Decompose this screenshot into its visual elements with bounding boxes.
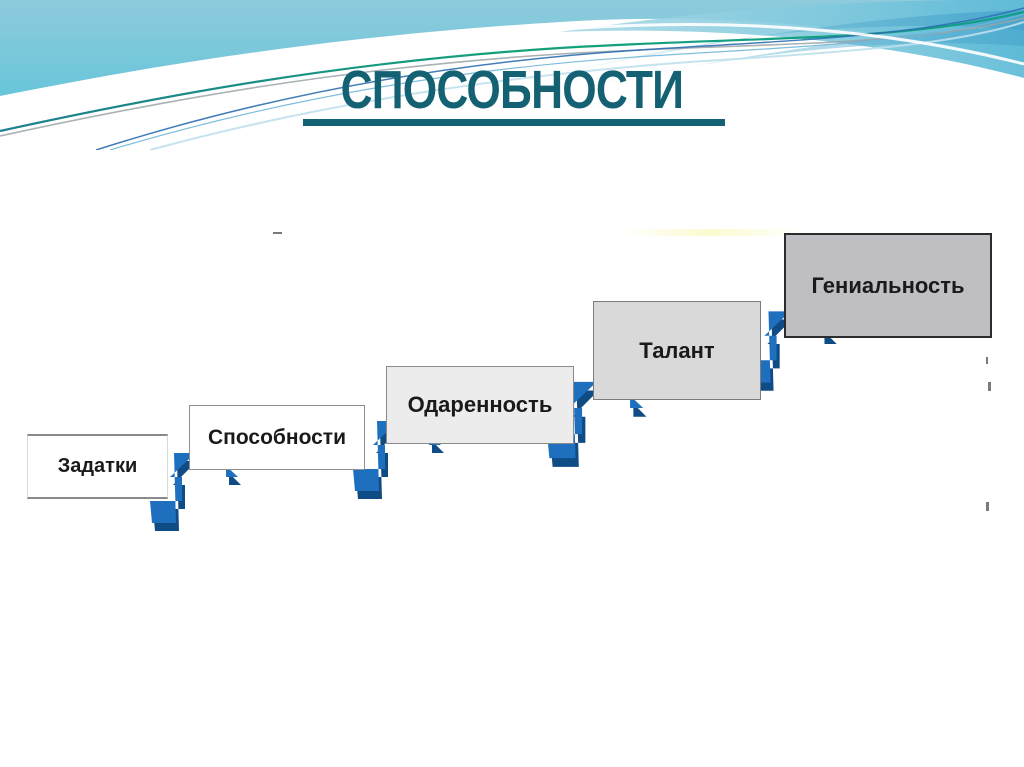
page-title: СПОСОБНОСТИ <box>340 60 684 120</box>
scan-speck <box>988 382 991 391</box>
scan-speck <box>986 357 988 364</box>
arrow-sposobnosti-to-odarennost <box>353 413 444 499</box>
page-title-container: СПОСОБНОСТИ <box>0 62 1024 118</box>
arrow-zadatki-to-sposobnosti <box>150 445 241 531</box>
step-label-talant: Талант <box>639 337 715 363</box>
step-label-genialnost: Гениальность <box>811 272 965 298</box>
step-box-zadatki[interactable]: Задатки <box>27 434 168 499</box>
scan-speck <box>986 502 989 511</box>
step-box-genialnost[interactable]: Гениальность <box>784 233 992 338</box>
step-box-sposobnosti[interactable]: Способности <box>189 405 365 470</box>
step-label-odarennost: Одаренность <box>407 392 553 417</box>
progression-diagram: Задатки Способности Одаренность Талант Г… <box>20 229 992 538</box>
title-underline <box>303 119 725 126</box>
arrow-talant-to-genialnost <box>744 303 837 391</box>
scan-artifact <box>620 229 800 236</box>
step-box-odarennost[interactable]: Одаренность <box>386 366 574 444</box>
step-box-talant[interactable]: Талант <box>593 301 761 400</box>
step-label-sposobnosti: Способности <box>208 425 346 449</box>
step-label-zadatki: Задатки <box>57 455 138 477</box>
scan-speck <box>273 232 282 234</box>
